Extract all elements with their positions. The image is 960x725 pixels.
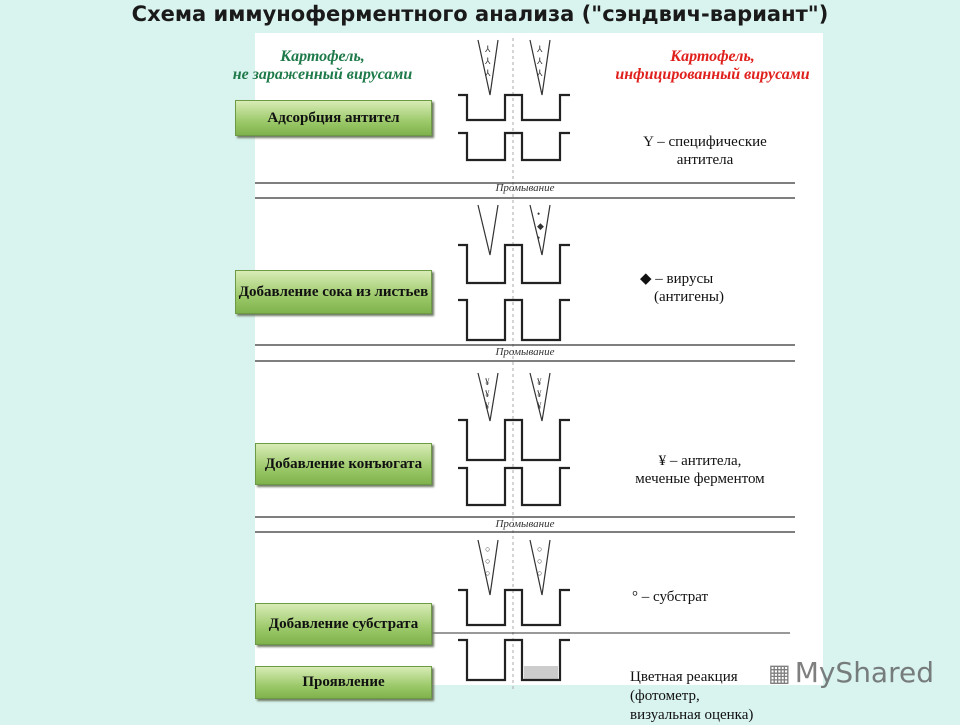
legend-antibodies: Y – специфические антитела: [625, 133, 785, 169]
step-add-substrate: Добавление субстрата: [255, 603, 432, 645]
healthy-header-line1: Картофель,: [280, 48, 365, 65]
reagent-symbol: ⅄: [484, 68, 491, 78]
reagent-symbol: ○: [485, 544, 490, 554]
well-pair: [458, 638, 570, 682]
well-pair: [458, 298, 570, 342]
reagent-symbol: ⅄: [536, 68, 543, 78]
step-development: Проявление: [255, 666, 432, 699]
reagent-symbol: ⅄: [484, 56, 491, 66]
slide-title: Схема иммуноферментного анализа ("сэндви…: [131, 2, 829, 26]
legend-text: Y – специфические: [643, 134, 767, 150]
legend-text: визуальная оценка): [630, 707, 754, 723]
pipette-tip: [477, 39, 499, 96]
reagent-symbol: ○: [485, 556, 490, 566]
pipette-tip: [529, 204, 551, 256]
reagent-symbol: ¥: [485, 401, 490, 411]
step-adsorption: Адсорбция антител: [235, 100, 432, 136]
reagent-symbol: ○: [537, 568, 542, 578]
wash-label: Промывание: [495, 346, 555, 358]
reagent-symbol: ¥: [485, 377, 490, 387]
legend-substrate: ° – субстрат: [632, 589, 709, 605]
reagent-symbol: ¥: [485, 389, 490, 399]
presentation-icon: ▦: [768, 658, 791, 687]
reagent-symbol: ◆: [537, 221, 544, 231]
step-add-leaf-juice: Добавление сока из листьев: [235, 270, 432, 314]
legend-text: Цветная реакция: [630, 669, 738, 685]
well-pair: [458, 588, 570, 627]
reagent-symbol: ⅄: [536, 44, 543, 54]
healthy-header: Картофель, не зараженный вирусами: [215, 48, 430, 84]
pipette-tip: [529, 372, 551, 422]
reagent-symbol: ○: [485, 568, 490, 578]
legend-text: (фотометр,: [630, 688, 700, 704]
watermark: ▦ MyShared: [768, 656, 934, 689]
colored-well-fill: [524, 666, 558, 679]
reagent-symbol: ○: [537, 544, 542, 554]
legend-text: ◆ – вирусы: [640, 271, 714, 287]
reagent-symbol: ¥: [537, 377, 542, 387]
wash-label: Промывание: [495, 182, 555, 194]
well-pair: [458, 243, 570, 285]
legend-text: антитела: [676, 152, 734, 168]
well-pair: [458, 93, 570, 122]
legend-viruses: ◆ – вирусы (антигены): [640, 270, 770, 306]
well-pair: [458, 131, 570, 162]
reagent-symbol: •: [537, 233, 540, 243]
pipette-tip: [477, 539, 499, 596]
well-pair: [458, 418, 570, 462]
pipette-tip: [529, 539, 551, 596]
reagent-symbol: •: [537, 209, 540, 219]
reagent-symbol: ○: [537, 556, 542, 566]
pipette-tip: [529, 39, 551, 96]
healthy-header-line2: не зараженный вирусами: [232, 66, 413, 83]
step-add-conjugate: Добавление конъюгата: [255, 443, 432, 485]
reagent-symbol: ⅄: [536, 56, 543, 66]
infected-header-line1: Картофель,: [670, 48, 755, 65]
reagent-symbol: ¥: [537, 401, 542, 411]
legend-result: Цветная реакция (фотометр, визуальная оц…: [630, 668, 753, 725]
diagram-panel: [255, 33, 823, 685]
legend-text: (антигены): [654, 289, 724, 305]
legend-conjugate: ¥ – антитела, меченые ферментом: [610, 452, 790, 488]
reagent-symbol: ⅄: [484, 44, 491, 54]
pipette-tip: [477, 372, 499, 422]
legend-text: меченые ферментом: [635, 471, 765, 487]
watermark-text: MyShared: [794, 656, 934, 689]
legend-text: ¥ – антитела,: [658, 453, 742, 469]
reagent-symbol: ¥: [537, 389, 542, 399]
infected-header: Картофель, инфицированный вирусами: [590, 48, 835, 84]
wash-label: Промывание: [495, 518, 555, 530]
well-pair: [458, 466, 570, 507]
pipette-tip: [477, 204, 499, 256]
infected-header-line2: инфицированный вирусами: [615, 66, 810, 83]
